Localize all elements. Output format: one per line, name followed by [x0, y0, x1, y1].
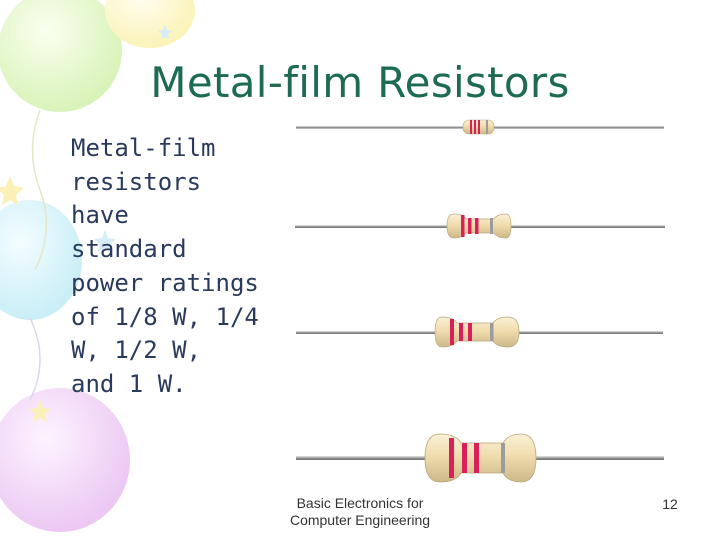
- slide-body-text: Metal-film resistors have standard power…: [71, 134, 259, 398]
- resistor-1-8w: [296, 119, 664, 135]
- footer-course-title: Basic Electronics for Computer Engineeri…: [289, 495, 431, 528]
- resistor-1-4w: [295, 213, 665, 239]
- resistor-1-2w: [296, 316, 663, 348]
- slide-title: Metal-film Resistors: [150, 58, 570, 107]
- resistor-1w: [296, 433, 664, 483]
- page-number: 12: [662, 496, 678, 512]
